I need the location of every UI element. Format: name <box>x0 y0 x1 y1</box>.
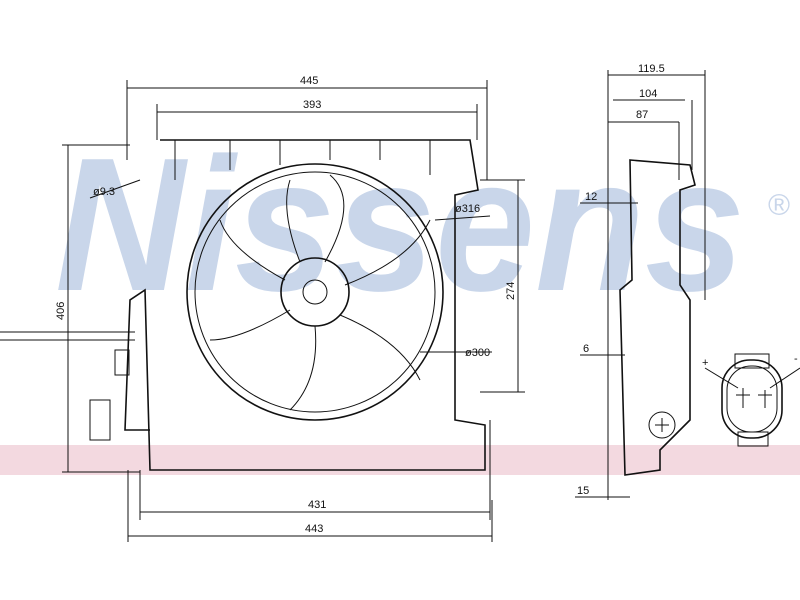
watermark: Nissens ® <box>0 119 800 475</box>
dim-hole: ø9.3 <box>93 186 115 198</box>
dim-104: 104 <box>639 88 657 100</box>
dim-12: 12 <box>585 191 597 203</box>
dim-406: 406 <box>55 302 67 320</box>
dim-443: 443 <box>305 523 323 535</box>
dim-fan-300: ø300 <box>465 347 490 359</box>
motor-terminal <box>648 411 676 439</box>
connector-plus-label: + <box>702 357 708 369</box>
dim-431: 431 <box>308 499 326 511</box>
dim-119-5: 119.5 <box>638 63 665 75</box>
fan-blades <box>209 174 431 411</box>
watermark-text: Nissens <box>55 119 745 331</box>
dim-87: 87 <box>636 109 648 121</box>
connector-detail: + - <box>702 353 800 447</box>
dim-fan-316: ø316 <box>455 203 480 215</box>
front-view: 445 393 ø9.3 ø316 ø300 274 406 431 443 <box>0 75 525 542</box>
fan-ring-outer <box>186 163 444 421</box>
side-profile <box>619 159 696 476</box>
dim-6: 6 <box>583 343 589 355</box>
side-view: 119.5 104 87 12 6 15 <box>575 63 706 500</box>
connector-minus-label: - <box>794 353 798 365</box>
connector-body <box>721 359 783 439</box>
fan-ring-inner <box>194 171 436 413</box>
dim-393: 393 <box>303 99 321 111</box>
dim-274: 274 <box>505 282 517 300</box>
dim-15: 15 <box>577 485 589 497</box>
watermark-registered: ® <box>768 189 790 222</box>
dim-445: 445 <box>300 75 318 87</box>
shroud-outline <box>124 139 486 471</box>
